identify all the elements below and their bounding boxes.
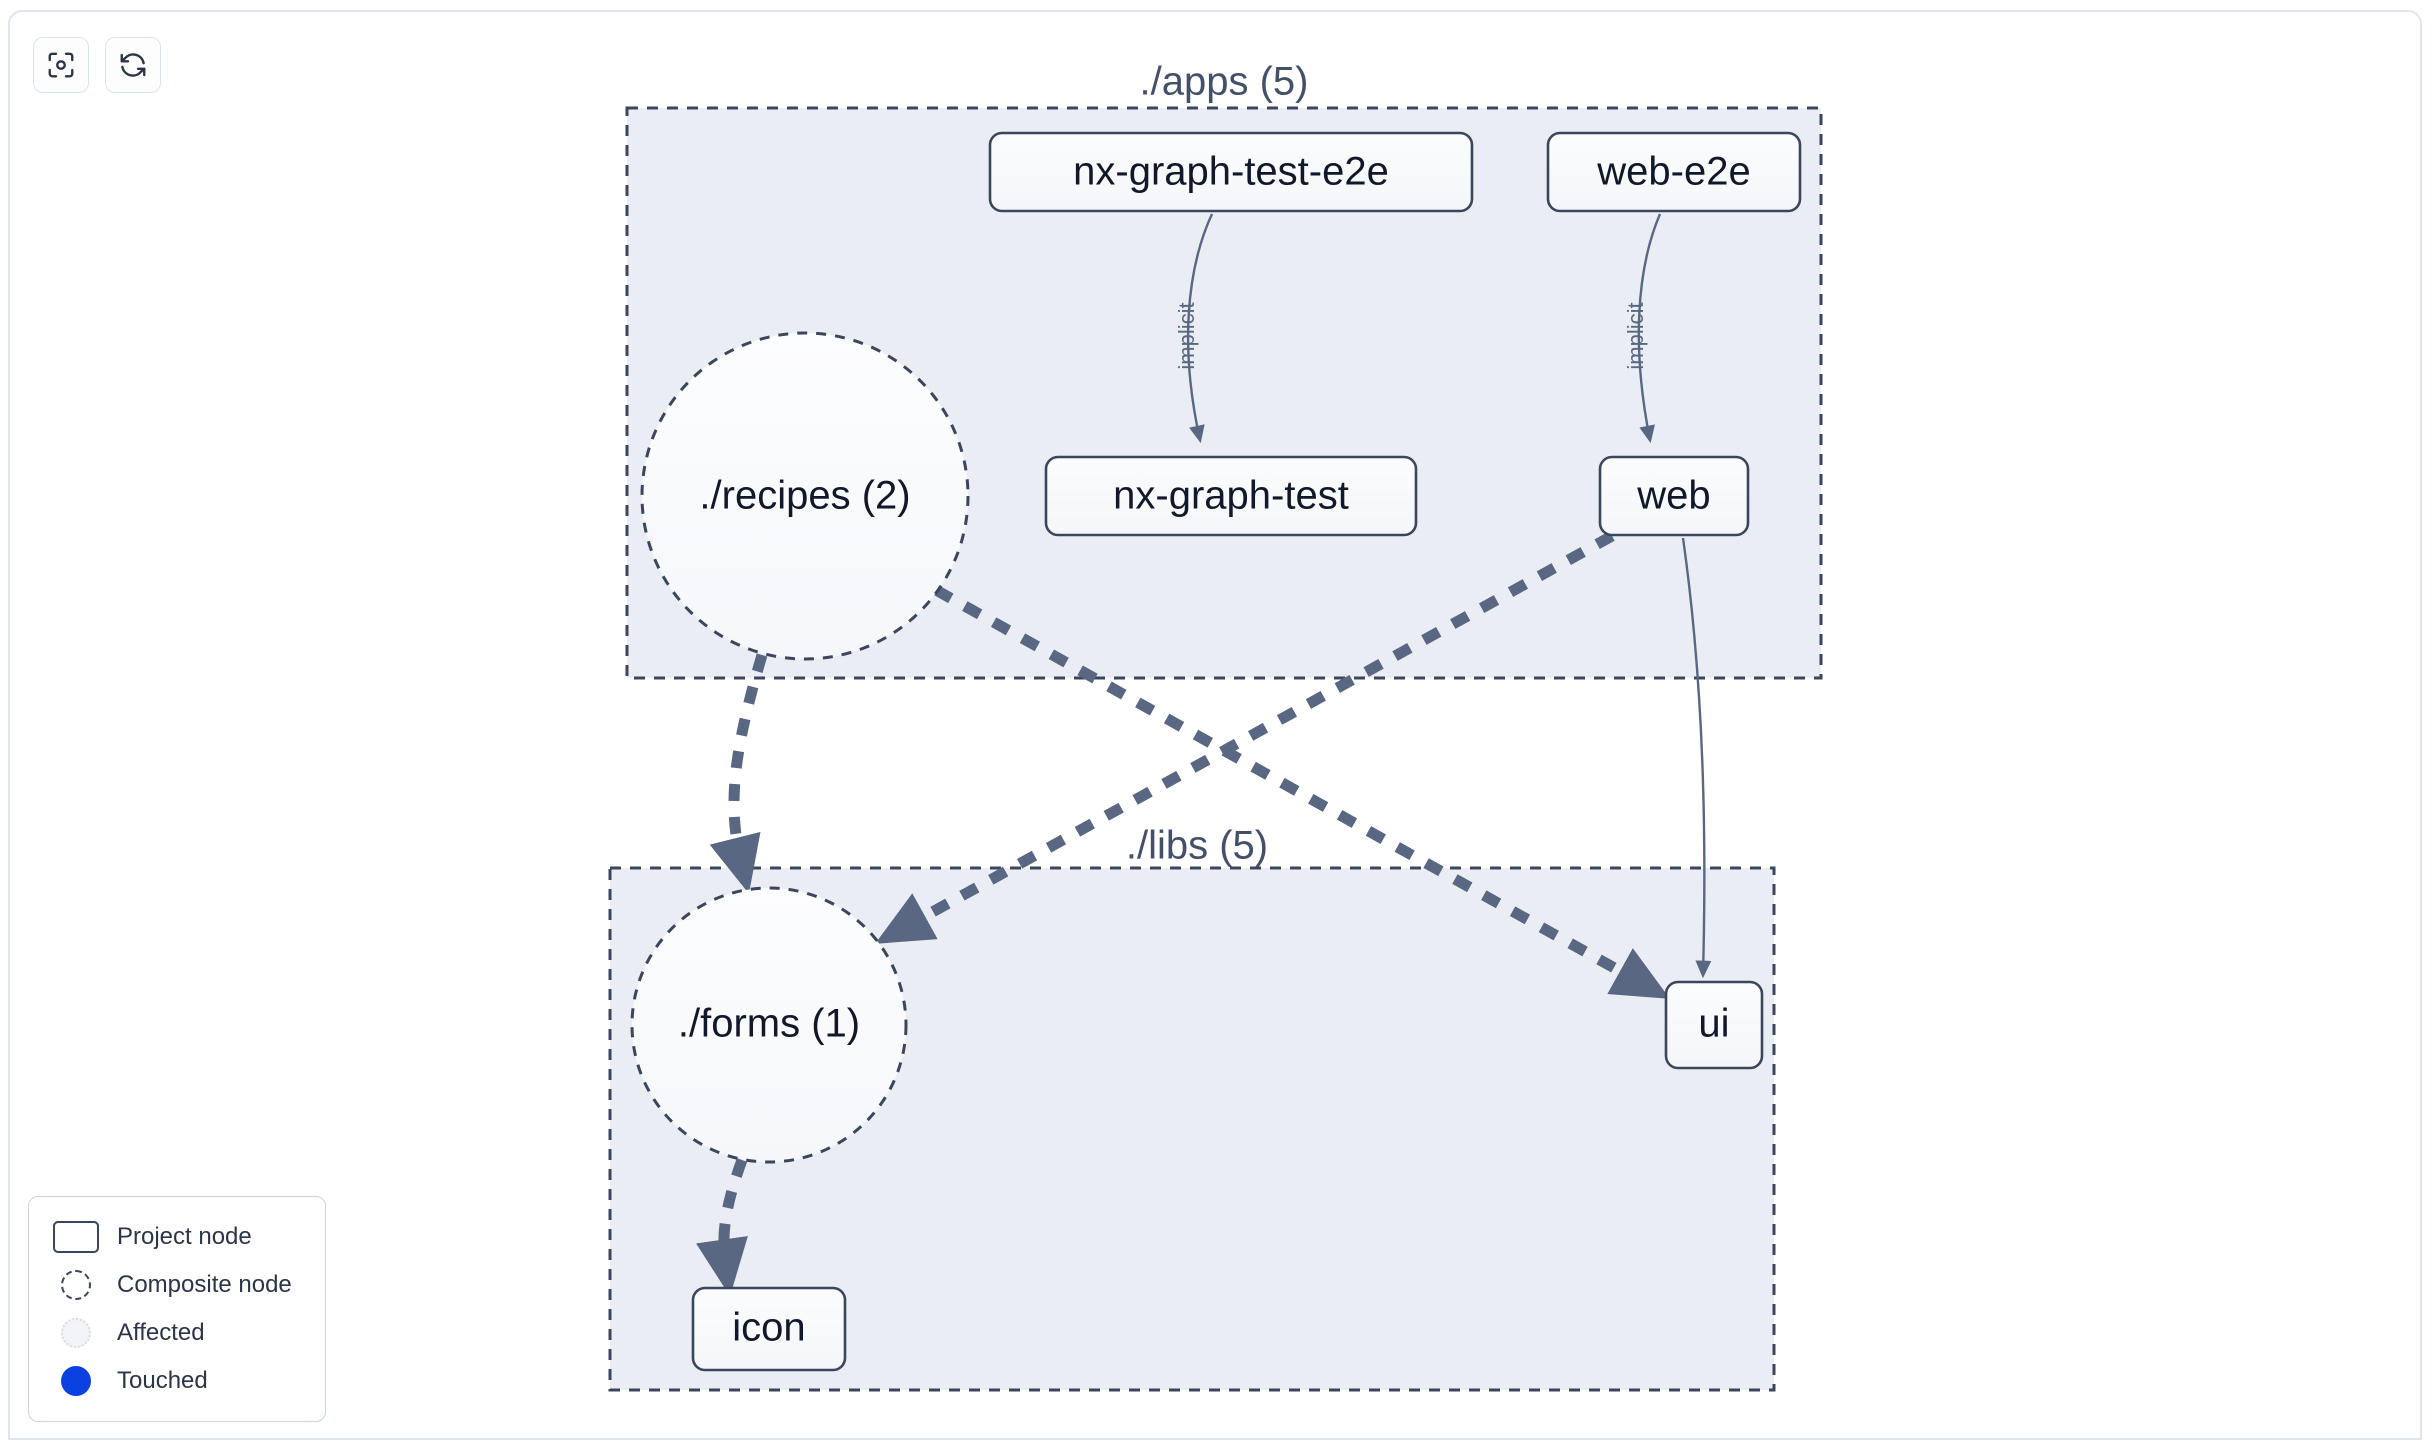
- refresh-graph-button[interactable]: [105, 37, 161, 93]
- graph-toolbar: [33, 37, 161, 93]
- legend-item-touched: Touched: [51, 1357, 307, 1405]
- edge-path: [709, 653, 768, 894]
- edge-path: [933, 585, 1670, 999]
- focus-target-icon: [46, 50, 76, 80]
- group-libs-label-backdrop: [1086, 820, 1308, 862]
- legend-label: Touched: [117, 1367, 208, 1394]
- group-libs-label: ./libs (5): [1126, 824, 1268, 868]
- legend-item-affected: Affected: [51, 1309, 307, 1357]
- legend-label: Affected: [117, 1319, 205, 1346]
- node-shape: [988, 131, 1474, 213]
- project-node-swatch: [51, 1220, 101, 1254]
- node-nx-graph-test-e2e[interactable]: nx-graph-test-e2e: [988, 131, 1474, 213]
- node-label: ./recipes (2): [699, 474, 910, 518]
- group-apps-label-backdrop: [1102, 52, 1346, 96]
- node-web[interactable]: web: [1598, 455, 1750, 537]
- edge-path: [1186, 213, 1214, 444]
- node-shape: [1598, 455, 1750, 537]
- node-icon[interactable]: icon: [691, 1286, 847, 1372]
- touched-node-swatch: [51, 1364, 101, 1398]
- edge-path: [1681, 537, 1712, 979]
- affected-node-swatch: [51, 1316, 101, 1350]
- node-shape: [1664, 980, 1764, 1070]
- legend-label: Project node: [117, 1223, 252, 1250]
- node-label: ./forms (1): [678, 1002, 860, 1046]
- node-recipes[interactable]: ./recipes (2): [640, 331, 970, 661]
- composite-node-swatch: [51, 1268, 101, 1302]
- node-ui[interactable]: ui: [1664, 980, 1764, 1070]
- edge-web-to-ui[interactable]: [1681, 537, 1712, 979]
- node-label: web: [1636, 474, 1710, 518]
- node-shape: [691, 1286, 847, 1372]
- node-label: icon: [732, 1306, 805, 1350]
- node-shape: [1044, 455, 1418, 537]
- focus-graph-button[interactable]: [33, 37, 89, 93]
- legend-item-composite-node: Composite node: [51, 1261, 307, 1309]
- refresh-icon: [118, 50, 148, 80]
- node-nx-graph-test[interactable]: nx-graph-test: [1044, 455, 1418, 537]
- node-shape: [640, 331, 970, 661]
- edge-label-implicit-2: implicit: [1623, 302, 1648, 369]
- node-label: web-e2e: [1596, 150, 1750, 194]
- node-shape: [630, 886, 908, 1164]
- edge-web-to-forms[interactable]: [874, 531, 1615, 944]
- edge-label-implicit-1: implicit: [1174, 302, 1199, 369]
- edge-recipes-to-forms[interactable]: [709, 653, 768, 894]
- node-label: ui: [1698, 1002, 1729, 1046]
- edge-web-e2e-to-web[interactable]: implicit: [1623, 213, 1662, 444]
- edge-nx-graph-test-e2e-to-nx-graph-test[interactable]: implicit: [1174, 213, 1214, 444]
- edge-forms-to-icon[interactable]: [696, 1158, 748, 1297]
- graph-nodes: nx-graph-test-e2e web-e2e ./recipes (2) …: [630, 131, 1802, 1372]
- edge-path: [1637, 213, 1662, 444]
- group-apps-label: ./apps (5): [1140, 60, 1309, 104]
- node-label: nx-graph-test-e2e: [1073, 150, 1389, 194]
- node-forms[interactable]: ./forms (1): [630, 886, 908, 1164]
- graph-edges: implicit implicit: [696, 213, 1712, 1297]
- edge-recipes-to-ui[interactable]: [933, 585, 1670, 999]
- edge-path: [874, 531, 1615, 944]
- node-label: nx-graph-test: [1113, 474, 1349, 518]
- node-shape: [1546, 131, 1802, 213]
- graph-legend: Project node Composite node Affected Tou…: [28, 1196, 326, 1422]
- legend-label: Composite node: [117, 1271, 292, 1298]
- edge-path: [696, 1158, 748, 1297]
- node-web-e2e[interactable]: web-e2e: [1546, 131, 1802, 213]
- legend-item-project-node: Project node: [51, 1213, 307, 1261]
